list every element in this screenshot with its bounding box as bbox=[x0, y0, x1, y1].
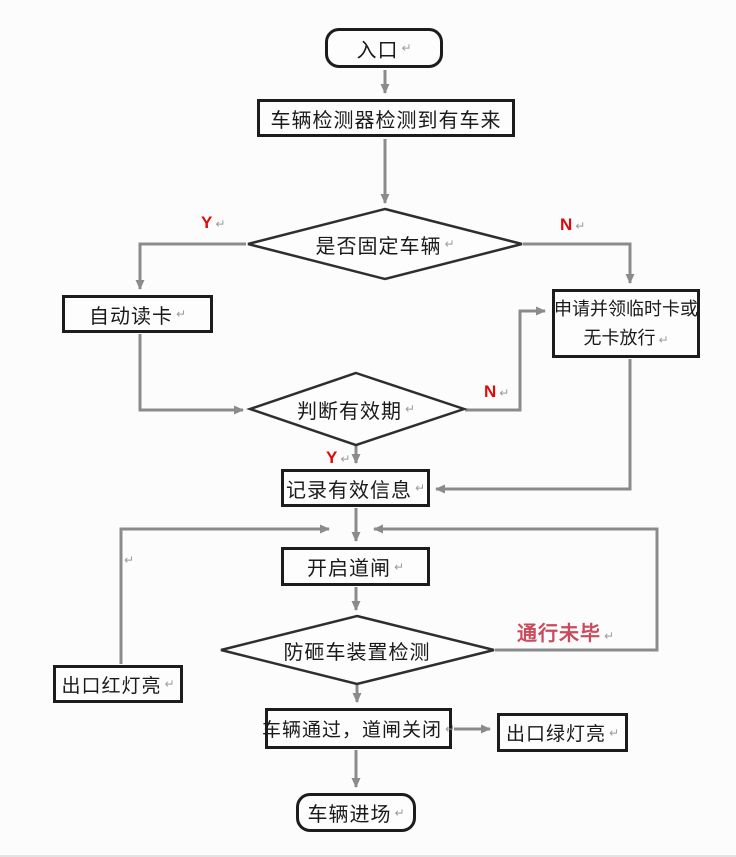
stray-return-mark: ↵ bbox=[124, 553, 135, 567]
node-open-gate: 开启道闸↵ bbox=[281, 547, 430, 586]
return-mark: ↵ bbox=[444, 237, 455, 251]
edge-checkvalid-no-to-tempcard bbox=[465, 306, 546, 412]
node-detect: 车辆检测器检测到有车来 bbox=[257, 99, 515, 137]
return-mark: ↵ bbox=[414, 481, 426, 495]
node-auto-read-label: 自动读卡 bbox=[88, 305, 173, 328]
node-temp-card: 申请并领临时卡或 无卡放行↵ bbox=[552, 289, 700, 358]
node-open-gate-label: 开启道闸 bbox=[306, 558, 391, 580]
return-mark: ↵ bbox=[444, 721, 456, 736]
return-mark: ↵ bbox=[393, 559, 405, 574]
return-mark: ↵ bbox=[394, 805, 405, 820]
edge-tempcard-to-record bbox=[435, 359, 632, 494]
decision-antismash-shape bbox=[220, 614, 495, 686]
node-green-light: 出口绿灯亮↵ bbox=[497, 713, 628, 752]
node-auto-read: 自动读卡↵ bbox=[62, 295, 213, 333]
return-mark: ↵ bbox=[575, 219, 586, 233]
decision-antismash-label: 防砸车装置检测 bbox=[283, 641, 431, 664]
return-mark: ↵ bbox=[608, 725, 620, 740]
branch-label-no-checkvalid: N↵ bbox=[484, 382, 510, 401]
decision-checkvalid-shape bbox=[246, 371, 468, 447]
node-temp-card-line2: 无卡放行↵ bbox=[583, 327, 669, 348]
decision-checkvalid-label: 判断有效期↵ bbox=[296, 400, 416, 423]
decision-isfixed-shape bbox=[247, 207, 523, 281]
node-record: 记录有效信息↵ bbox=[281, 469, 430, 507]
return-mark: ↵ bbox=[658, 332, 669, 347]
page-bottom-edge bbox=[0, 855, 736, 857]
edge-isfixed-no-to-tempcard bbox=[523, 242, 635, 284]
node-detect-label: 车辆检测器检测到有车来 bbox=[270, 109, 502, 132]
branch-label-yes-checkvalid: Y↵ bbox=[326, 448, 351, 467]
return-mark: ↵ bbox=[604, 629, 615, 643]
edge-antismash-notfinished-loop bbox=[373, 524, 659, 652]
return-mark: ↵ bbox=[175, 307, 187, 321]
node-red-light: 出口红灯亮↵ bbox=[53, 665, 183, 703]
node-record-label: 记录有效信息 bbox=[285, 479, 412, 502]
node-red-light-label: 出口红灯亮 bbox=[61, 675, 162, 697]
loop-label-not-finished: 通行未毕↵ bbox=[517, 623, 615, 645]
branch-label-yes-isfixed: Y↵ bbox=[201, 213, 226, 232]
return-mark: ↵ bbox=[340, 452, 351, 466]
node-pass-close: 车辆通过，道闸关闭↵ bbox=[261, 708, 456, 749]
node-pass-close-label: 车辆通过，道闸关闭 bbox=[261, 720, 442, 741]
edge-autoread-to-checkvalid bbox=[138, 334, 244, 415]
node-entry: 入口↵ bbox=[325, 28, 443, 68]
return-mark: ↵ bbox=[401, 41, 412, 55]
return-mark: ↵ bbox=[215, 217, 226, 231]
node-entry-label: 入口 bbox=[356, 39, 399, 62]
node-enter-done-label: 车辆进场 bbox=[307, 804, 392, 826]
decision-isfixed-label: 是否固定车辆↵ bbox=[315, 235, 455, 258]
return-mark: ↵ bbox=[404, 402, 416, 416]
edge-isfixed-yes-to-autoread bbox=[135, 242, 246, 290]
node-green-light-label: 出口绿灯亮 bbox=[505, 724, 606, 745]
return-mark: ↵ bbox=[164, 677, 175, 691]
edge-redlight-loop bbox=[119, 524, 330, 664]
node-enter-done: 车辆进场↵ bbox=[296, 793, 416, 832]
return-mark: ↵ bbox=[499, 386, 510, 400]
branch-label-no-isfixed: N↵ bbox=[560, 215, 586, 234]
node-temp-card-line1: 申请并领临时卡或 bbox=[554, 298, 698, 319]
